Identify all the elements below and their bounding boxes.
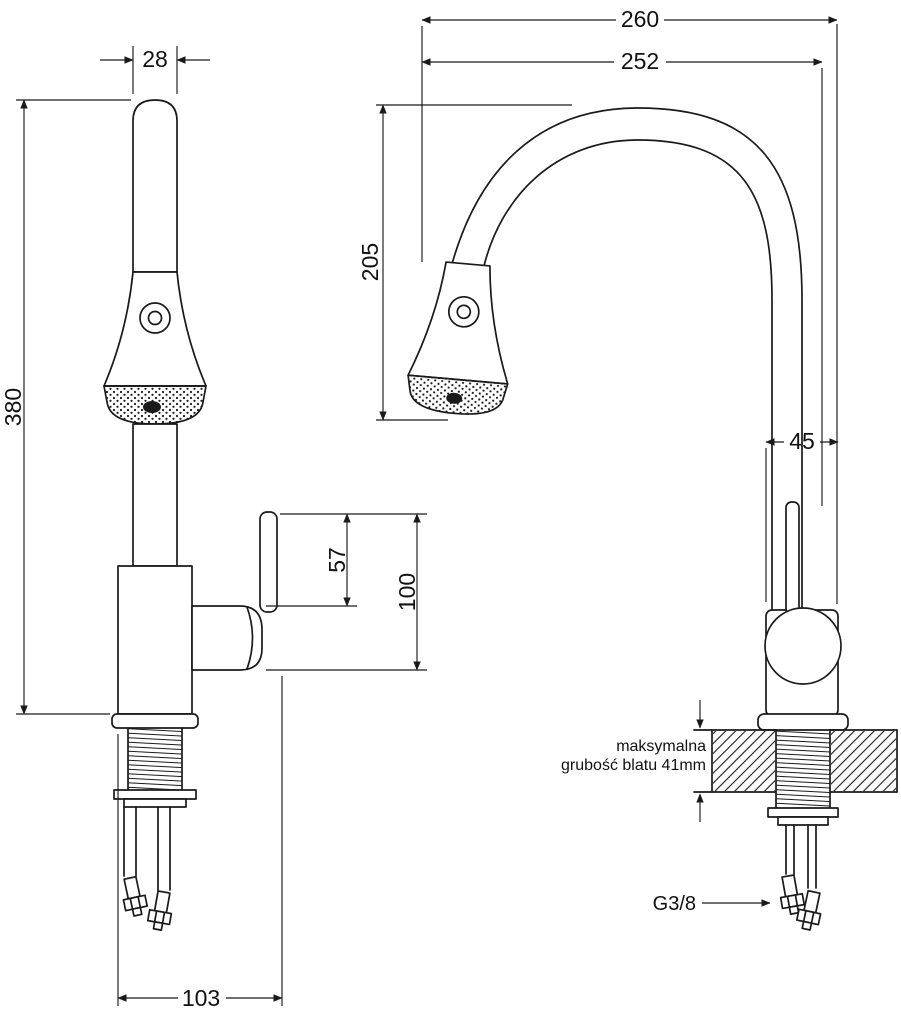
mounting-plate-side <box>767 807 839 818</box>
handle-housing-cap <box>246 606 254 670</box>
dim-label-380: 380 <box>0 388 26 426</box>
hose-connector-side-left <box>779 874 806 915</box>
dim-label-103: 103 <box>182 985 220 1011</box>
hose-connector-front-right <box>146 890 173 931</box>
faucet-body-front <box>117 565 193 715</box>
handle-lever-side <box>785 501 800 615</box>
dim-handle-total-height: 100 <box>266 513 427 671</box>
base-flange-side <box>757 713 849 731</box>
dim-lever-height: 57 <box>266 513 427 607</box>
dim-label-57: 57 <box>324 547 350 573</box>
handle-ball-joint <box>764 607 842 685</box>
hose-connector-front-left <box>122 875 149 917</box>
side-view <box>407 107 898 931</box>
dim-body-depth: 45 <box>765 428 839 602</box>
dim-spout-reach: 252 <box>421 48 823 506</box>
dim-base-depth: 103 <box>117 676 283 1011</box>
threaded-shank-side <box>775 729 831 809</box>
thread-size-callout: G3/8 <box>653 893 771 915</box>
spout-riser-top <box>132 99 178 273</box>
counter-note-line2: grubość blatu 41mm <box>561 757 706 774</box>
aerator-center <box>143 401 161 413</box>
supply-hoses-front <box>123 806 171 891</box>
spout-riser-lower <box>132 423 178 567</box>
threaded-shank-front <box>127 727 183 791</box>
dim-label-28: 28 <box>142 46 168 72</box>
mounting-nut-side <box>777 816 829 826</box>
supply-hoses-side <box>785 824 817 889</box>
dim-label-205: 205 <box>357 243 383 281</box>
mounting-nut-front <box>123 798 187 808</box>
hose-connector-side-right <box>795 889 822 931</box>
handle-housing <box>191 605 263 671</box>
dim-spout-width: 28 <box>100 46 210 94</box>
counter-thickness-note: maksymalna grubość blatu 41mm <box>561 700 706 822</box>
handle-lever-front <box>259 511 278 613</box>
dim-spout-height: 205 <box>357 104 572 421</box>
dim-label-252: 252 <box>621 48 659 74</box>
countertop <box>693 729 898 793</box>
thread-size-label: G3/8 <box>653 893 696 915</box>
counter-note-line1: maksymalna <box>616 738 706 755</box>
spray-button-inner <box>147 310 163 326</box>
mounting-plate-front <box>113 789 197 800</box>
dim-overall-reach: 260 <box>421 6 838 604</box>
dim-label-100: 100 <box>394 573 420 611</box>
spray-head-side <box>407 261 509 415</box>
base-flange-front <box>111 713 199 729</box>
dim-label-260: 260 <box>621 6 659 32</box>
dim-total-height: 380 <box>0 99 131 715</box>
dim-label-45: 45 <box>789 428 815 454</box>
front-view <box>103 99 278 931</box>
